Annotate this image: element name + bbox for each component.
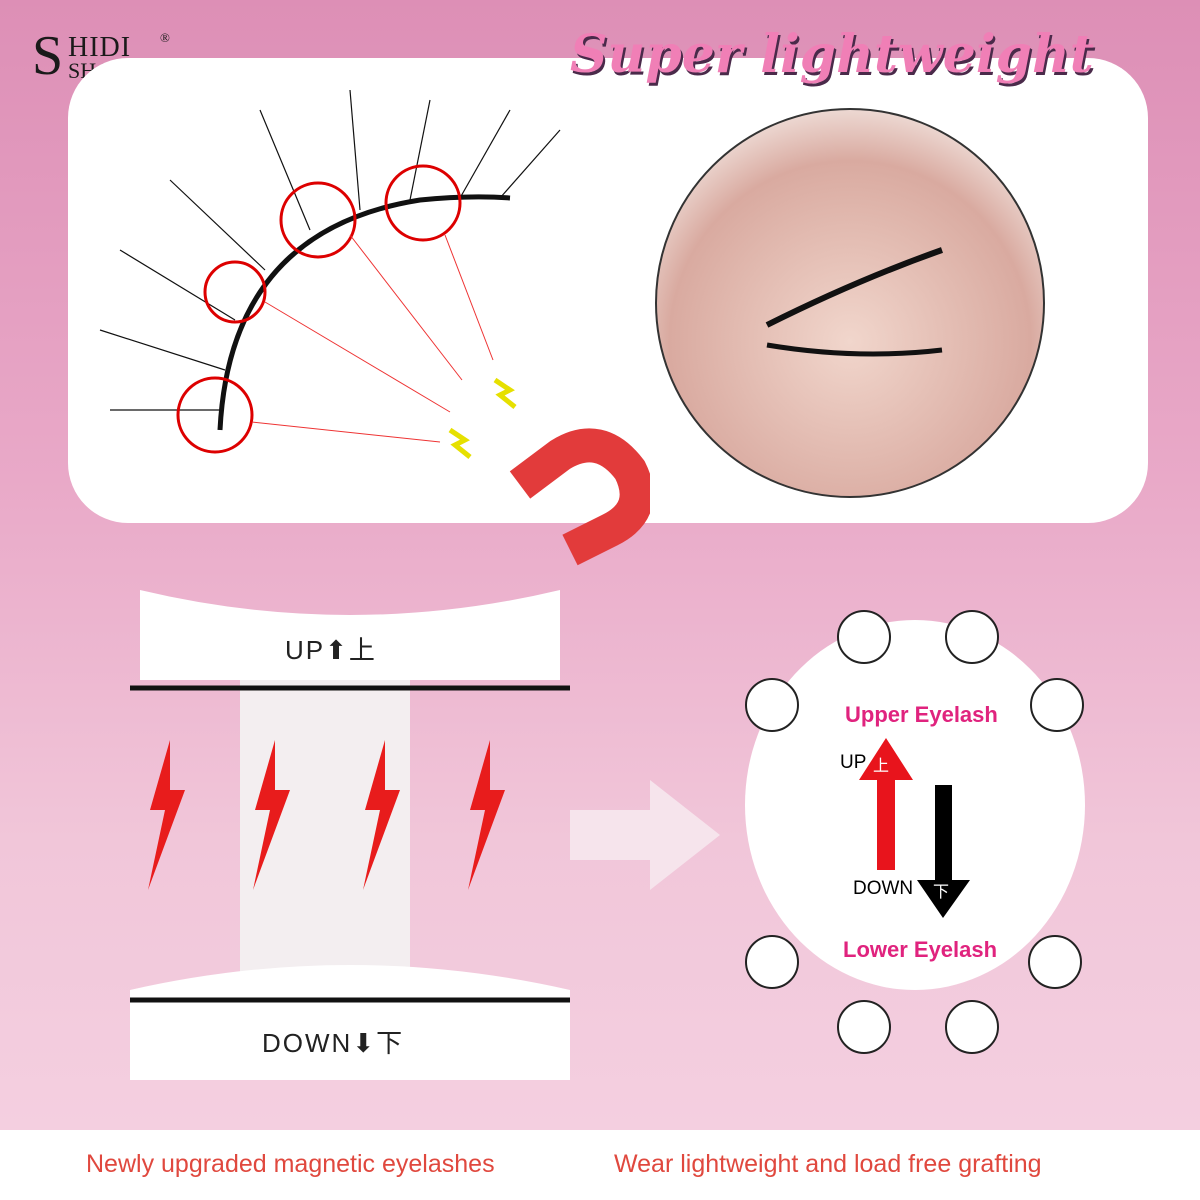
magnet-clip-icon bbox=[745, 678, 799, 732]
magnet-clip-icon bbox=[745, 935, 799, 989]
lower-eyelash-label: Lower Eyelash bbox=[843, 937, 998, 962]
magnet-clip-icon bbox=[1028, 935, 1082, 989]
pointer-lines bbox=[251, 234, 494, 443]
up-text: UP bbox=[840, 752, 867, 773]
spark-icon bbox=[493, 377, 517, 409]
caption-bar bbox=[0, 1130, 1200, 1200]
magnet-highlight-rings bbox=[176, 164, 462, 454]
horseshoe-magnet-icon bbox=[509, 428, 650, 566]
down-text: DOWN bbox=[853, 878, 914, 899]
up-down-arrows bbox=[859, 738, 970, 918]
logo-line1: HIDI bbox=[68, 32, 132, 63]
down-arrow-icon bbox=[917, 785, 970, 918]
headline: Super lightweight bbox=[570, 24, 1094, 85]
magnet-clip-icon bbox=[945, 1000, 999, 1054]
holder-up-label: UP⬆上 bbox=[285, 635, 377, 665]
lash-magnet-illustration bbox=[99, 89, 650, 566]
lash-band bbox=[217, 194, 511, 431]
holder-down-label: DOWN⬇下 bbox=[262, 1028, 405, 1058]
lash-holder-illustration: UP⬆上 DOWN⬇下 bbox=[130, 580, 570, 1090]
lash-application-photo bbox=[655, 108, 1045, 498]
upper-eyelash-label: Upper Eyelash bbox=[845, 702, 998, 727]
magnet-clip-icon bbox=[837, 610, 891, 664]
down-char: 下 bbox=[933, 884, 950, 901]
spark-icon bbox=[448, 427, 472, 459]
up-char: 上 bbox=[873, 758, 890, 775]
caption-left: Newly upgraded magnetic eyelashes bbox=[86, 1150, 495, 1178]
magnet-clip-icon bbox=[1030, 678, 1084, 732]
up-arrow-icon bbox=[859, 738, 913, 870]
caption-right: Wear lightweight and load free grafting bbox=[614, 1150, 1042, 1178]
arrow-right-icon bbox=[570, 780, 720, 890]
magnet-clip-icon bbox=[945, 610, 999, 664]
direction-diagram bbox=[745, 620, 1085, 990]
registered-mark: ® bbox=[160, 30, 170, 45]
logo-initial: S bbox=[32, 25, 64, 87]
lightning-bolts bbox=[148, 740, 505, 890]
magnet-clip-icon bbox=[837, 1000, 891, 1054]
lash-hairs bbox=[99, 89, 561, 411]
